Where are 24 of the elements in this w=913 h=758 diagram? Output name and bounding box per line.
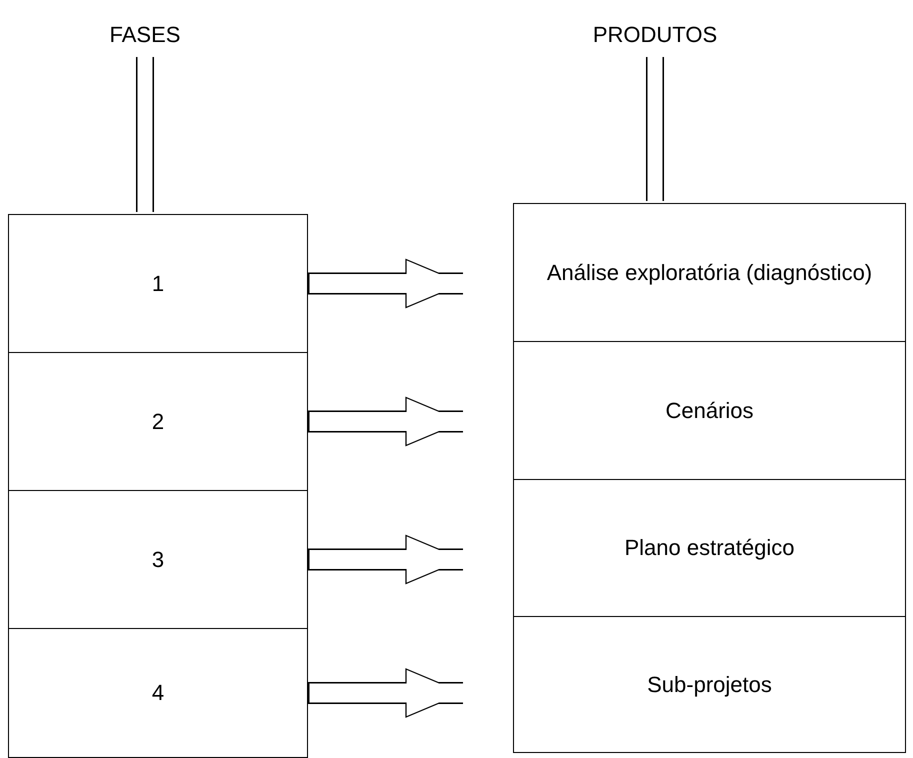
block-arrow [308,534,464,584]
stage-box [8,628,308,758]
block-arrow [308,258,464,308]
stage-box [8,352,308,491]
stage-box [513,479,906,617]
box-text: 3 [150,546,166,574]
box-text: Plano estratégico [624,534,796,562]
block-arrow [308,396,464,446]
stage-box [8,490,308,629]
down-arrow [646,57,664,202]
box-text: Análise exploratória (diagnóstico) [546,258,874,287]
block-arrow [308,668,464,718]
stage-box [513,616,906,753]
box-text: Sub-projetos [646,670,773,699]
stage-box [513,203,906,342]
column-heading: FASES [80,15,210,55]
down-arrow [136,57,154,213]
box-text: 4 [150,679,166,707]
stage-box [8,214,308,353]
column-heading: PRODUTOS [580,15,730,55]
box-text: Cenários [664,396,755,424]
stage-box [513,341,906,480]
box-text: 1 [150,270,166,298]
box-text: 2 [150,408,166,436]
